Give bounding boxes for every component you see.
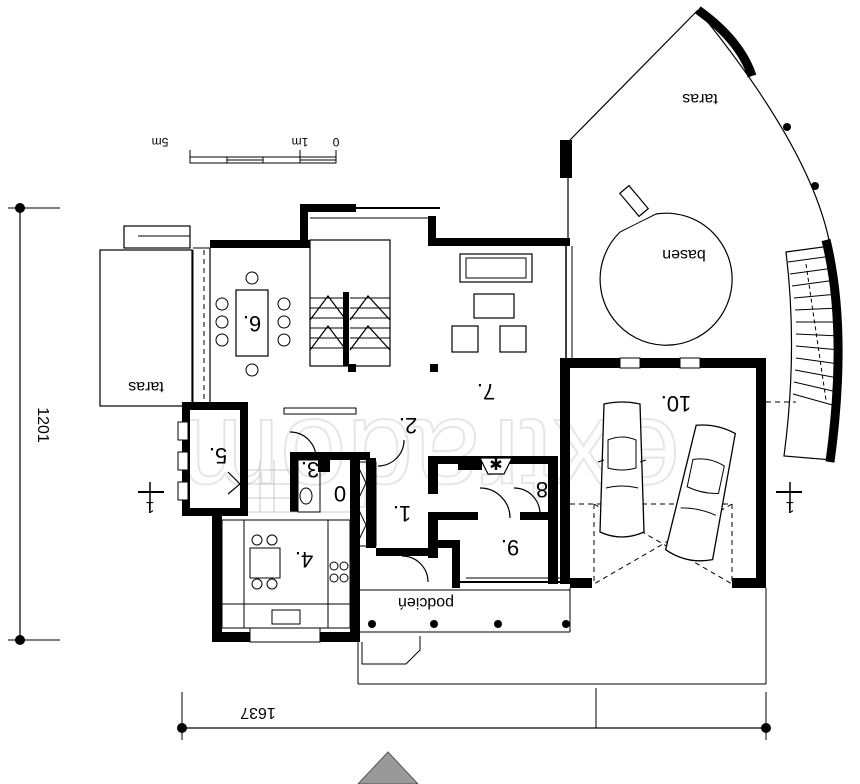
living-area: 7. [451, 253, 533, 404]
car-right [664, 424, 737, 562]
section-label-right: 1 [785, 498, 794, 515]
room-5: 5. [209, 443, 227, 468]
dimension-depth: 1201 [34, 407, 51, 443]
room-9: 9. [501, 535, 519, 560]
door-swing [401, 555, 429, 583]
porch: podcień [357, 588, 767, 685]
wardrobe [355, 461, 377, 547]
label-basen: basen [662, 246, 706, 263]
terrace-right: taras [560, 6, 843, 463]
wc: 3. 0 [297, 457, 346, 513]
section-mark-right: 1 [776, 482, 802, 515]
room-4: 4. [295, 547, 313, 572]
room-10: 10. [661, 391, 692, 416]
bench [283, 407, 357, 415]
room-8: 8 [536, 477, 548, 502]
door-swing [377, 439, 405, 467]
room-0: 0 [334, 481, 346, 506]
dimension-width: 1637 [240, 704, 276, 721]
terrace-left: taras [99, 225, 193, 407]
label-taras-left: taras [128, 378, 164, 395]
dimension-horizontal: 1637 [177, 688, 771, 740]
scale-zero: 0 [332, 135, 339, 149]
column [430, 364, 438, 372]
entrance-arrow [357, 751, 419, 784]
room-2: 2. [399, 413, 417, 438]
scale-bar: 0 1m 5m [152, 135, 339, 164]
room-3: 3. [301, 457, 319, 482]
door-swing [513, 487, 541, 515]
section-mark-left: 1 [138, 482, 164, 515]
column [348, 364, 356, 372]
room-5-area: 5. [209, 443, 241, 495]
fireplace: ✱ [479, 457, 513, 475]
dimension-vertical: 1201 [8, 203, 60, 645]
label-podcien: podcień [398, 594, 454, 611]
room-1: 1. [393, 501, 411, 526]
scale-one: 1m [292, 135, 309, 149]
door-swing [289, 431, 317, 459]
kitchen: 4. [221, 460, 351, 629]
door-swing [479, 487, 511, 519]
pool: basen [599, 184, 733, 346]
windows-left [177, 421, 321, 643]
label-taras-right: taras [682, 90, 718, 107]
scale-five: 5m [152, 135, 169, 149]
garage: 10. [570, 391, 737, 585]
svg-text:✱: ✱ [489, 457, 502, 474]
room-7: 7. [477, 379, 495, 404]
section-label-left: 1 [145, 498, 154, 515]
dining-area: 6. [215, 271, 291, 377]
room-6: 6. [243, 311, 261, 336]
stairs [309, 239, 391, 367]
car-left [597, 401, 647, 538]
